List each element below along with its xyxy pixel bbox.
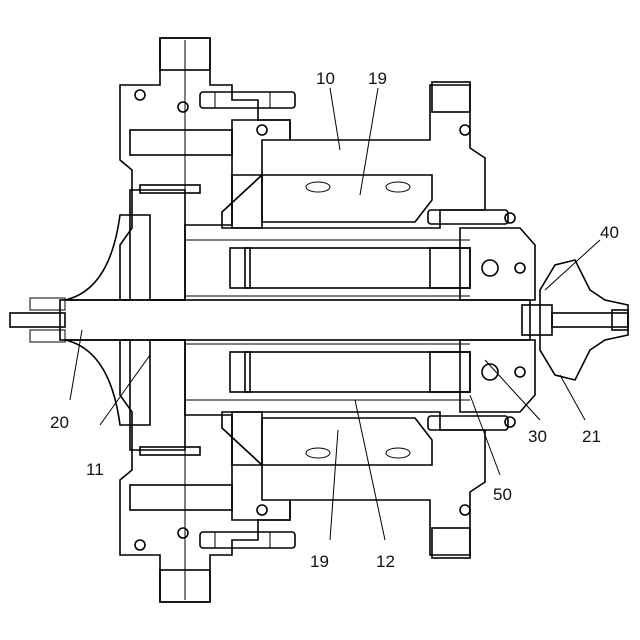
- label-19-top: 19: [368, 69, 387, 88]
- label-30: 30: [528, 427, 547, 446]
- end-cap-right: [540, 260, 628, 380]
- label-19-bottom: 19: [310, 552, 329, 571]
- shaft: [60, 300, 530, 340]
- label-10: 10: [316, 69, 335, 88]
- label-20: 20: [50, 413, 69, 432]
- shaft-end-left: [10, 313, 65, 327]
- leader-lines: [70, 88, 600, 540]
- label-12: 12: [376, 552, 395, 571]
- label-40: 40: [600, 223, 619, 242]
- label-21: 21: [582, 427, 601, 446]
- label-11: 11: [86, 460, 104, 479]
- label-50: 50: [493, 485, 512, 504]
